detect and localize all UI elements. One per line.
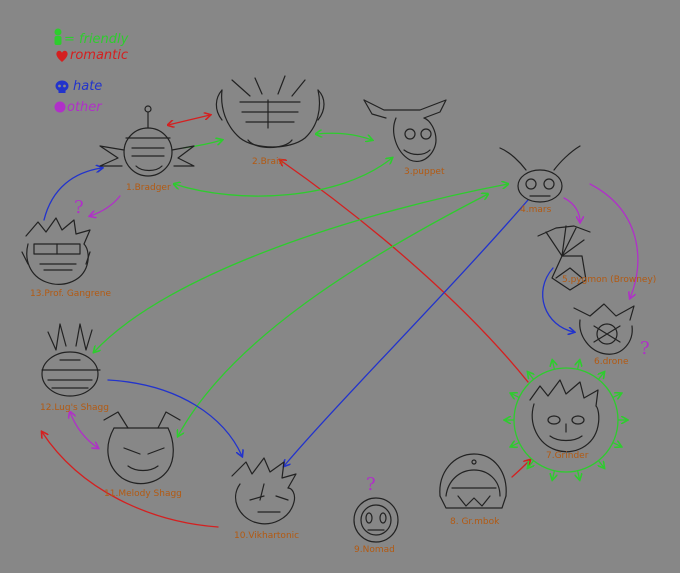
friend-figure-icon (55, 29, 62, 46)
grinder-burst-arrow (613, 394, 621, 398)
edge-friendly-mars-melody (178, 194, 488, 436)
vikhar-head-sketch (232, 458, 296, 524)
node-brais-label: 2.Brais (252, 157, 283, 167)
edge-hate-lugs-vikhar (108, 380, 242, 456)
edge-other-mars-pygmon (564, 198, 580, 222)
grimbok-head-sketch (440, 454, 506, 508)
melody-head-sketch (104, 412, 180, 484)
grinder-burst-arrow (528, 372, 534, 379)
node-mars: 4.mars (500, 146, 580, 215)
node-puppet-label: 3.puppet (404, 167, 445, 177)
edge-romantic-grinder-brais (280, 160, 528, 382)
legend-romantic: romantic (56, 48, 128, 63)
node-brais: 2.Brais (216, 76, 324, 167)
node-lugs-label: 12.Lug's Shagg (40, 403, 109, 413)
edge-romantic-grimbok-grinder (512, 460, 530, 477)
edge-other-lugs-melody (70, 412, 98, 448)
node-bradger: 1.Bradger (100, 106, 194, 193)
legend-friendly: = friendly (55, 29, 129, 48)
grinder-friendly-burst (505, 361, 627, 480)
bradger-head-sketch (100, 106, 194, 176)
drone-question-mark: ? (640, 338, 650, 359)
node-grimbok-label: 8. Gr.mbok (450, 517, 500, 527)
legend-hate: hate (56, 79, 103, 94)
puppet-head-sketch (364, 100, 446, 161)
dot-icon (55, 102, 66, 113)
edge-hate-mars-vikhar (284, 200, 528, 466)
grinder-burst-arrow (511, 443, 519, 447)
node-lugs: 12.Lug's Shagg (40, 324, 109, 413)
legend: = friendly romantic hate other (55, 29, 129, 116)
grinder-head-sketch (530, 380, 599, 452)
node-puppet: 3.puppet (364, 100, 446, 177)
node-mars-label: 4.mars (520, 205, 552, 215)
node-grinder: 7.Grinder (505, 361, 627, 480)
edge-romantic-vikhar-lugs (42, 432, 218, 527)
node-nomad: 9.Nomad ? (354, 474, 398, 555)
grinder-burst-arrow (578, 471, 580, 480)
node-grinder-label: 7.Grinder (546, 451, 589, 461)
node-melody-label: 11.Melody Shagg (104, 489, 182, 499)
edge-other-bradger-gangrene (90, 196, 120, 216)
edge-friendly-mars-lugs (94, 184, 508, 352)
grinder-burst-arrow (613, 443, 621, 447)
grinder-burst-arrow (598, 372, 604, 379)
legend-other-label: other (67, 100, 103, 115)
node-gangrene-label: 13.Prof. Gangrene (30, 289, 111, 299)
node-grimbok: 8. Gr.mbok (440, 454, 506, 527)
edge-friendly-brais-puppet (316, 133, 372, 140)
mars-head-sketch (500, 146, 580, 202)
node-nomad-label: 9.Nomad (354, 545, 395, 555)
node-bradger-label: 1.Bradger (126, 183, 171, 193)
node-pygmon-label: 5.pygmon (Browney) (562, 275, 656, 285)
gangrene-question-mark: ? (74, 197, 84, 218)
gangrene-head-sketch (22, 218, 90, 284)
legend-other: other (55, 100, 104, 115)
nomad-question-mark: ? (366, 474, 376, 495)
grinder-burst-arrow (552, 471, 554, 480)
heart-icon (56, 51, 67, 62)
nomad-head-sketch (354, 498, 398, 542)
edge-romantic-bradger-brais (168, 115, 210, 125)
skull-icon (56, 81, 69, 94)
drone-head-sketch (574, 304, 634, 354)
relationship-edges (42, 115, 638, 527)
node-drone-label: 6.drone (594, 357, 629, 367)
legend-hate-label: hate (73, 79, 102, 94)
brais-head-sketch (216, 76, 324, 148)
legend-friendly-label: = friendly (64, 32, 129, 47)
grinder-burst-arrow (578, 361, 580, 370)
grinder-burst-arrow (511, 394, 519, 398)
grinder-burst-arrow (598, 461, 604, 468)
grinder-burst-arrow (552, 361, 554, 370)
node-vikhar-label: 10.Vikhartonic (234, 531, 299, 541)
edge-hate-gangrene-bradger (44, 168, 102, 220)
node-melody: 11.Melody Shagg (104, 412, 182, 499)
node-drone: 6.drone ? (574, 304, 650, 367)
legend-romantic-label: romantic (70, 48, 128, 63)
node-vikhar: 10.Vikhartonic (232, 458, 299, 541)
lugs-head-sketch (42, 324, 100, 396)
